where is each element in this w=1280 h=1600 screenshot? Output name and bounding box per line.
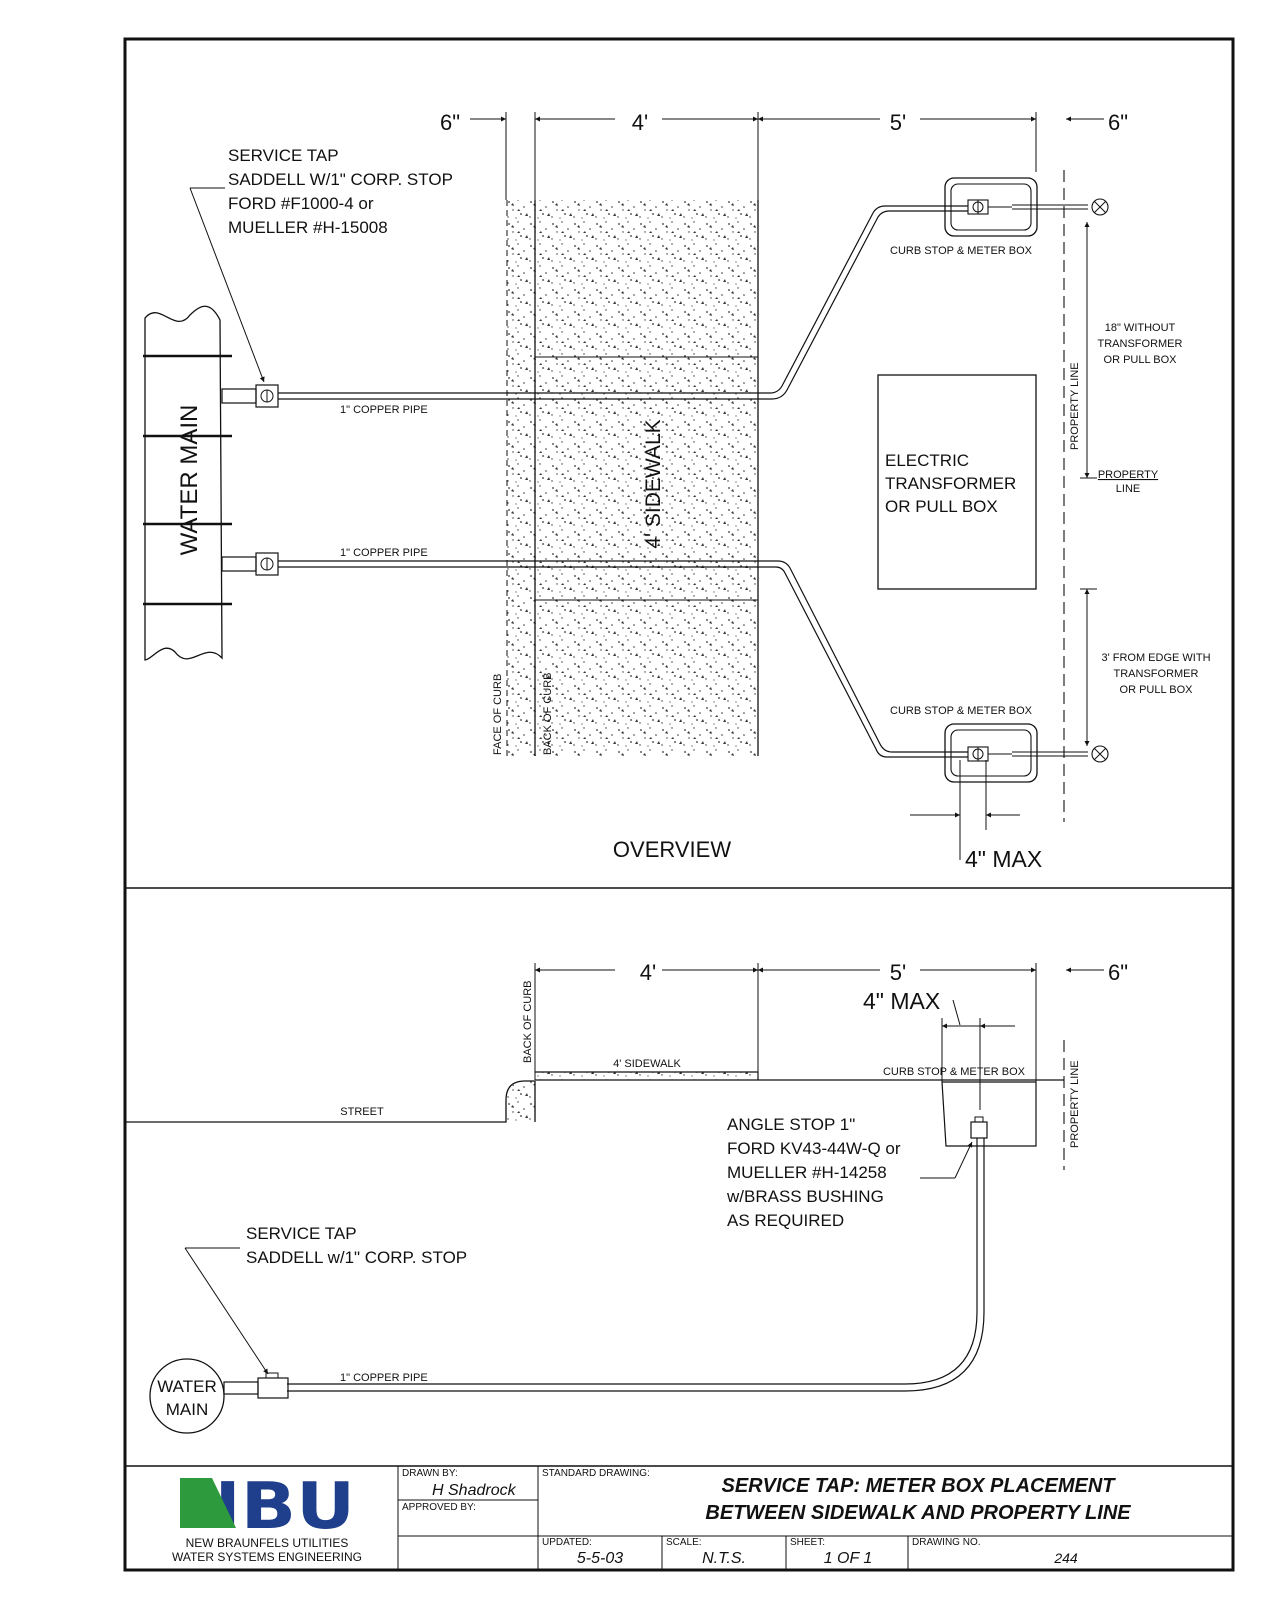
svg-text:TRANSFORMER: TRANSFORMER <box>1114 668 1199 680</box>
curb-stop-label-1: CURB STOP & METER BOX <box>890 245 1033 257</box>
org-line-1: NEW BRAUNFELS UTILITIES <box>186 1536 349 1550</box>
svg-text:WATER: WATER <box>157 1377 217 1396</box>
svg-text:OR PULL BOX: OR PULL BOX <box>1104 354 1178 366</box>
dim-4ft: 4' <box>632 110 648 135</box>
svg-text:3' FROM EDGE WITH: 3' FROM EDGE WITH <box>1101 652 1210 664</box>
face-of-curb-label: FACE OF CURB <box>492 674 504 755</box>
svg-text:SADDELL W/1" CORP. STOP: SADDELL W/1" CORP. STOP <box>228 170 453 189</box>
svg-text:AS REQUIRED: AS REQUIRED <box>727 1211 844 1230</box>
svg-text:OR PULL BOX: OR PULL BOX <box>885 497 998 516</box>
electric-transformer <box>877 374 1037 590</box>
drawn-by-name: H Shadrock <box>432 1482 517 1499</box>
section-copper-pipe-label: 1" COPPER PIPE <box>340 1372 428 1384</box>
svg-text:TRANSFORMER: TRANSFORMER <box>1098 338 1183 350</box>
meter-box-lower <box>944 723 1038 783</box>
water-main-pipe <box>144 305 223 661</box>
dim-6in-left: 6" <box>440 110 460 135</box>
svg-text:SERVICE TAP: SERVICE TAP <box>246 1224 357 1243</box>
svg-text:STANDARD DRAWING:: STANDARD DRAWING: <box>542 1468 650 1479</box>
angle-stop-valve <box>970 1121 988 1139</box>
sidewalk-hatch <box>507 200 758 756</box>
water-main-label: WATER MAIN <box>176 405 203 556</box>
meter-box-upper <box>944 177 1038 237</box>
drawing-number: 244 <box>1053 1550 1078 1566</box>
svg-text:PROPERTY: PROPERTY <box>1098 469 1159 481</box>
angle-stop-callout: ANGLE STOP 1" FORD KV43-44W-Q or MUELLER… <box>726 1115 973 1230</box>
section-property-line-label: PROPERTY LINE <box>1069 1060 1081 1148</box>
svg-text:SHEET:: SHEET: <box>790 1537 825 1548</box>
dim-5ft: 5' <box>890 110 906 135</box>
svg-text:OR PULL BOX: OR PULL BOX <box>1120 684 1194 696</box>
street-label: STREET <box>340 1106 384 1118</box>
org-line-2: WATER SYSTEMS ENGINEERING <box>172 1550 362 1564</box>
drawing-title-1: SERVICE TAP: METER BOX PLACEMENT <box>722 1475 1117 1497</box>
property-line-v-label: PROPERTY LINE <box>1069 362 1081 450</box>
svg-text:SCALE:: SCALE: <box>666 1537 702 1548</box>
svg-text:ANGLE STOP 1": ANGLE STOP 1" <box>727 1115 855 1134</box>
svg-text:LINE: LINE <box>1116 483 1140 495</box>
svg-text:FORD #F1000-4 or: FORD #F1000-4 or <box>228 194 374 213</box>
sidewalk-label: 4' SIDEWALK <box>642 419 665 548</box>
curb-profile <box>125 1080 535 1123</box>
sidewalk-slab <box>535 1072 758 1080</box>
section-dim-4ft: 4' <box>640 960 656 985</box>
title-block: NBU NEW BRAUNFELS UTILITIES WATER SYSTEM… <box>125 1465 1233 1570</box>
dim-6in-right: 6" <box>1108 110 1128 135</box>
svg-text:MUELLER #H-15008: MUELLER #H-15008 <box>228 218 388 237</box>
svg-text:APPROVED BY:: APPROVED BY: <box>402 1502 476 1513</box>
nbu-logo: NBU <box>180 1470 355 1544</box>
svg-text:MAIN: MAIN <box>166 1400 209 1419</box>
svg-text:TRANSFORMER: TRANSFORMER <box>885 474 1016 493</box>
service-tap-callout: SERVICE TAP SADDELL W/1" CORP. STOP FORD… <box>189 146 453 383</box>
max-dim-section: 4" MAX <box>863 988 940 1014</box>
water-main-circle <box>149 1358 225 1434</box>
section-dim-5ft: 5' <box>890 960 906 985</box>
svg-text:DRAWN BY:: DRAWN BY: <box>402 1468 458 1479</box>
svg-text:DRAWING NO.: DRAWING NO. <box>912 1537 981 1548</box>
overview-view: 6" 4' 5' 6" 4' SIDEWALK FACE OF CURB BAC… <box>143 110 1211 872</box>
section-curb-stop-label: CURB STOP & METER BOX <box>883 1066 1026 1078</box>
updated-date: 5-5-03 <box>577 1550 623 1567</box>
svg-text:ELECTRIC: ELECTRIC <box>885 451 969 470</box>
section-service-tap-callout: SERVICE TAP SADDELL w/1" CORP. STOP <box>184 1224 467 1375</box>
overview-title: OVERVIEW <box>613 837 731 862</box>
svg-text:UPDATED:: UPDATED: <box>542 1537 592 1548</box>
valve-symbol-upper <box>1091 198 1109 216</box>
svg-text:SERVICE TAP: SERVICE TAP <box>228 146 339 165</box>
svg-text:SADDELL w/1" CORP. STOP: SADDELL w/1" CORP. STOP <box>246 1248 467 1267</box>
sheet-border <box>123 37 1235 1572</box>
svg-text:18" WITHOUT: 18" WITHOUT <box>1105 322 1176 334</box>
meter-box-section <box>941 1081 1037 1147</box>
max-dim-overview: 4" MAX <box>965 846 1042 872</box>
svg-text:FORD KV43-44W-Q or: FORD KV43-44W-Q or <box>727 1139 901 1158</box>
copper-pipe-upper <box>278 205 968 394</box>
section-view: 4' 5' 6" 4" MAX BACK OF CURB 4' SIDEWALK… <box>125 960 1128 1434</box>
back-of-curb-label: BACK OF CURB <box>542 672 554 755</box>
valve-symbol-lower <box>1091 745 1109 763</box>
copper-pipe-lower <box>278 560 968 753</box>
copper-pipe-section <box>287 1138 978 1385</box>
curb-stop-label-2: CURB STOP & METER BOX <box>890 705 1033 717</box>
copper-pipe-label-1: 1" COPPER PIPE <box>340 404 428 416</box>
sheet-value: 1 OF 1 <box>824 1550 873 1567</box>
section-sidewalk-label: 4' SIDEWALK <box>613 1058 681 1070</box>
svg-text:w/BRASS BUSHING: w/BRASS BUSHING <box>726 1187 884 1206</box>
svg-text:MUELLER #H-14258: MUELLER #H-14258 <box>727 1163 887 1182</box>
section-dim-6in: 6" <box>1108 960 1128 985</box>
drawing-title-2: BETWEEN SIDEWALK AND PROPERTY LINE <box>705 1502 1131 1524</box>
scale-value: N.T.S. <box>702 1550 746 1567</box>
section-back-of-curb-label: BACK OF CURB <box>522 980 534 1063</box>
service-tap-saddle <box>257 1377 289 1399</box>
copper-pipe-label-2: 1" COPPER PIPE <box>340 547 428 559</box>
